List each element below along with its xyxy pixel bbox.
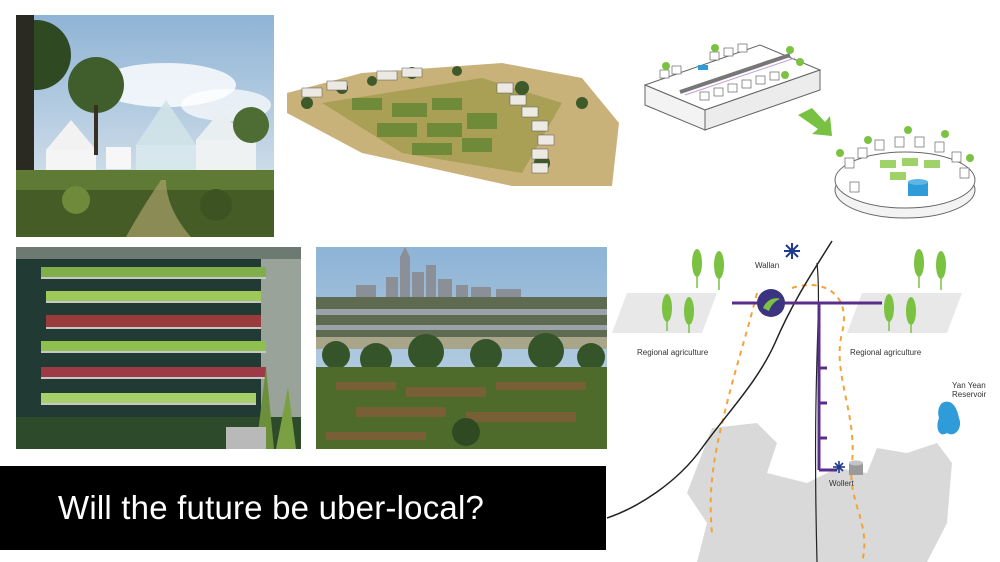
wind-turbine-icon xyxy=(833,461,845,473)
greenhouse-house-photo xyxy=(16,15,274,237)
title-bar: Will the future be uber-local? xyxy=(0,466,606,550)
regional-food-map: Wallan Regional agriculture Regional agr… xyxy=(607,233,1000,562)
map-label-regional-agriculture-right: Regional agriculture xyxy=(850,348,922,357)
map-label-yan-yean-line2: Reservoir xyxy=(952,390,987,399)
wind-turbine-icon xyxy=(784,243,800,259)
urban-farm-skyline-photo xyxy=(316,247,607,449)
map-label-wollert: Wollert xyxy=(829,479,854,488)
eco-village-aerial-render xyxy=(282,43,619,186)
water-tank-icon xyxy=(849,460,863,475)
vertical-garden-photo xyxy=(16,247,301,449)
wheat-icon xyxy=(884,249,946,325)
block-transformation-diagram xyxy=(640,30,990,225)
arrow-icon xyxy=(798,108,832,136)
water-tank-icon xyxy=(908,179,928,196)
map-label-wallan: Wallan xyxy=(755,261,780,270)
map-label-regional-agriculture-left: Regional agriculture xyxy=(637,348,709,357)
wheat-icon xyxy=(662,249,724,325)
bird-logo-icon xyxy=(757,289,785,317)
map-label-yan-yean-line1: Yan Yean xyxy=(952,381,986,390)
slide-title: Will the future be uber-local? xyxy=(58,489,485,526)
